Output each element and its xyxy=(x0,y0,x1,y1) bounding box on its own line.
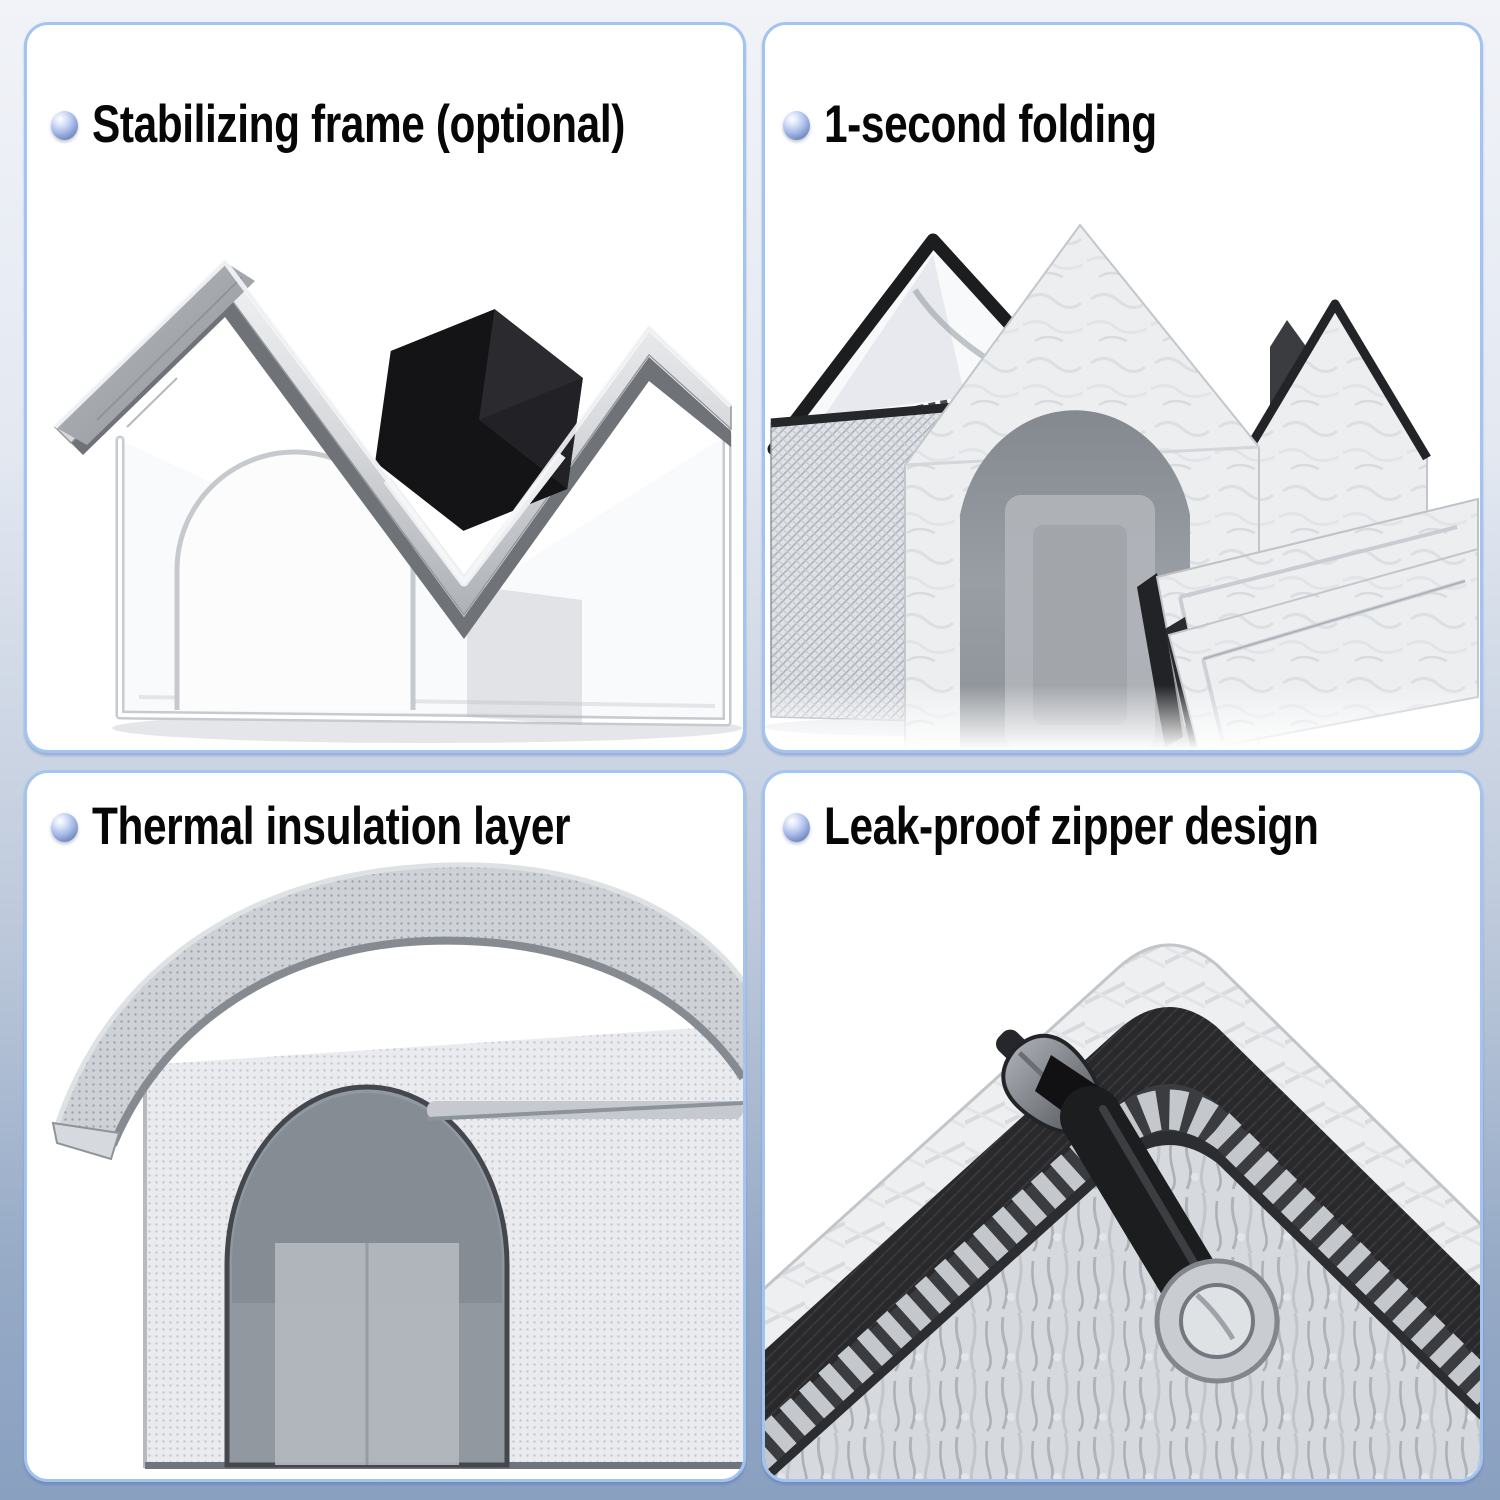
domed-roof xyxy=(51,862,743,1161)
grommet-ring xyxy=(1154,1258,1280,1384)
roof-drip-edge xyxy=(51,1121,121,1161)
panel-title: Thermal insulation layer xyxy=(92,797,571,856)
panel-title: Stabilizing frame (optional) xyxy=(92,95,625,154)
bullet-sphere-icon xyxy=(51,110,78,140)
folding-panels-illustration xyxy=(765,223,1480,750)
arch-window xyxy=(224,1084,510,1468)
stabilizing-frame-illustration xyxy=(53,259,742,743)
insulated-house-illustration xyxy=(51,862,743,1469)
zipper-tape-band xyxy=(765,1007,1480,1428)
panel-header: Thermal insulation layer xyxy=(51,799,690,855)
bullet-sphere-icon xyxy=(51,812,78,842)
panel-title: Leak-proof zipper design xyxy=(824,797,1319,856)
panel-header: Leak-proof zipper design xyxy=(783,799,1442,855)
foil-insulation xyxy=(765,1144,1480,1479)
feature-card-thermal-insulation: Thermal insulation layer xyxy=(24,770,746,1482)
center-divider-panel xyxy=(467,585,582,725)
zipper-slider xyxy=(996,1029,1280,1384)
zipper-corner-illustration xyxy=(765,943,1480,1479)
roof-slab-panel xyxy=(55,262,255,445)
feature-card-one-second-folding: 1-second folding xyxy=(762,22,1483,753)
feature-card-leak-proof-zipper: Leak-proof zipper design xyxy=(762,770,1483,1482)
panel-title: 1-second folding xyxy=(824,95,1157,154)
panel-header: Stabilizing frame (optional) xyxy=(51,95,743,154)
bullet-sphere-icon xyxy=(783,812,810,842)
panel-header: 1-second folding xyxy=(783,97,1240,153)
bullet-sphere-icon xyxy=(783,110,810,140)
feature-card-stabilizing-frame: Stabilizing frame (optional) xyxy=(24,22,746,753)
